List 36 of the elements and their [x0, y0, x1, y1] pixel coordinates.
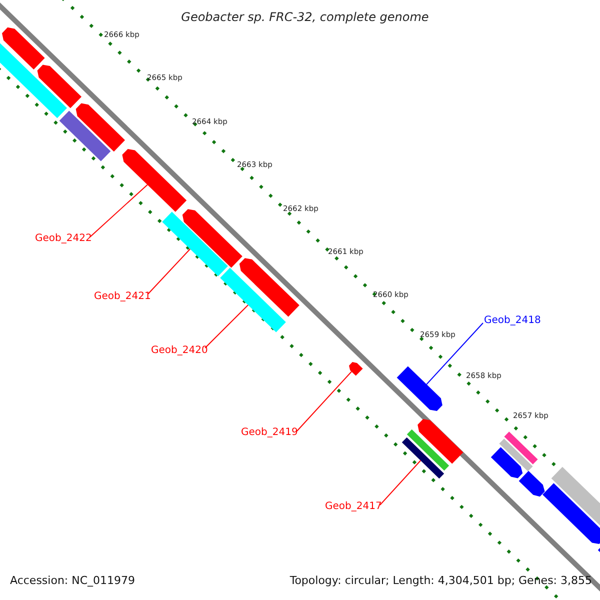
leader-line: [90, 184, 148, 238]
gene-label: Geob_2419: [241, 427, 298, 439]
gene-block: [490, 447, 523, 478]
gene-block: [518, 470, 545, 497]
gene-block: [349, 362, 363, 376]
gene-block: [37, 64, 82, 108]
leader-line: [380, 460, 422, 506]
leader-line: [426, 322, 484, 385]
gene-block: [551, 466, 600, 528]
gene-block: [2, 27, 45, 70]
leader-line: [148, 248, 191, 294]
gene-block: [418, 419, 464, 464]
gene-block: [220, 268, 286, 332]
gene-block: [76, 103, 125, 152]
gene-label: Geob_2417: [325, 501, 382, 513]
genome-info-text: Topology: circular; Length: 4,304,501 bp; Genes: 3,855: [290, 574, 592, 588]
gene-block: [402, 437, 444, 479]
gene-block: [406, 429, 450, 471]
leader-line: [204, 304, 249, 348]
gene-block: [162, 212, 228, 276]
leader-line: [296, 371, 352, 432]
gene-block: [122, 149, 187, 212]
gene-label: Geob_2418: [484, 315, 541, 327]
gene-label: Geob_2422: [35, 233, 92, 245]
gene-block: [504, 432, 538, 464]
gene-label: Geob_2421: [94, 291, 151, 303]
accession-text: Accession: NC_011979: [10, 574, 136, 588]
gene-block: [499, 438, 533, 472]
gene-block: [542, 483, 600, 544]
gene-block: [182, 209, 242, 268]
gene-block: [396, 366, 442, 411]
gene-label: Geob_2420: [151, 345, 208, 357]
title: Geobacter sp. FRC-32, complete genome: [180, 10, 430, 24]
gene-block: [239, 258, 300, 317]
gene-block: [0, 42, 67, 118]
gene-block: [59, 110, 111, 162]
